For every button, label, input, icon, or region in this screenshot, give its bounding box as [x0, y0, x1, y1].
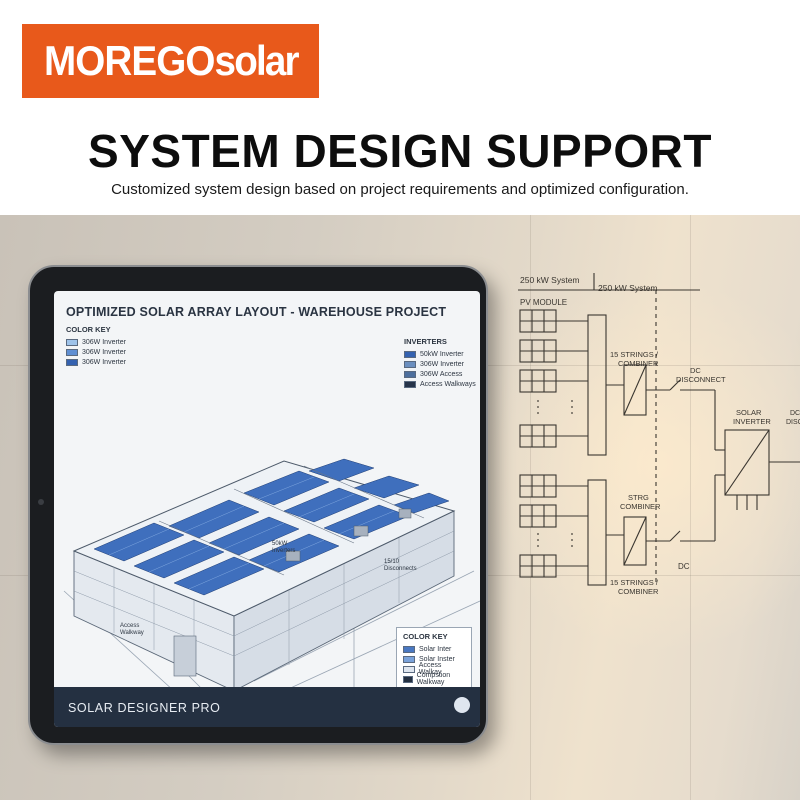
inverters-label: 306W Inverter	[420, 360, 464, 368]
color-key-row: 306W Inverter	[66, 357, 126, 367]
sketch-pv-module: PV MODULE	[520, 298, 567, 307]
color-key-row: 306W Inverter	[66, 337, 126, 347]
bottom-key-label: Compstion Walkway	[416, 672, 451, 686]
app-footer-bar: SOLAR DESIGNER PRO	[54, 687, 480, 727]
bottom-color-key: COLOR KEY Solar Inter Solar Inster Acces…	[396, 627, 472, 689]
sketch-system-a: 250 kW System	[520, 275, 580, 285]
pv-grid-top	[519, 309, 557, 448]
bottom-key-row: Solar Inster	[403, 654, 465, 664]
color-key-label: 306W Inverter	[82, 358, 126, 366]
bottom-key-label: Solar Inter	[419, 645, 452, 653]
tablet-screen: OPTIMIZED SOLAR ARRAY LAYOUT - WAREHOUSE…	[54, 291, 480, 727]
warehouse-illustration	[63, 458, 480, 691]
tablet-camera	[38, 499, 44, 505]
wall-scene: 250 kW System 250 kW System PV MODULE 15…	[0, 215, 800, 800]
color-key-row: 306W Inverter	[66, 347, 126, 357]
app-badge-icon[interactable]	[454, 697, 470, 713]
inverters-row: Access Walkways	[404, 379, 476, 389]
inverters-row: 50kW Inverter	[404, 349, 476, 359]
disconnect-callout: 15/10 Disconnects	[384, 559, 417, 573]
inverters-label: 50kW Inverter	[420, 350, 464, 358]
wall-sketch-diagram: 250 kW System 250 kW System PV MODULE 15…	[518, 273, 800, 596]
wall-seam	[690, 215, 691, 800]
bottom-key-row: Solar Inter	[403, 644, 465, 654]
inverters-row: 306W Access	[404, 369, 476, 379]
color-key-legend: COLOR KEY 306W Inverter 306W Inverter 30…	[66, 325, 126, 367]
color-key-label: 306W Inverter	[82, 348, 126, 356]
disconnect-callout-text: 15/10 Disconnects	[384, 559, 417, 572]
brand-logo: MOREGOsolar	[22, 24, 319, 98]
bottom-key-title: COLOR KEY	[403, 632, 448, 641]
color-key-label: 306W Inverter	[82, 338, 126, 346]
wall-seam	[530, 215, 531, 800]
inverters-legend: INVERTERS 50kW Inverter 306W Inverter 30…	[404, 337, 476, 389]
brand-logo-text: MOREGOsolar	[43, 37, 300, 85]
sketch-system-b: 250 kW System	[598, 283, 658, 293]
inverter-callout-text: 50kW Inverters	[272, 541, 296, 554]
pv-grid-bottom	[519, 474, 557, 578]
screen-title: OPTIMIZED SOLAR ARRAY LAYOUT - WAREHOUSE…	[66, 305, 447, 319]
page-headline: SYSTEM DESIGN SUPPORT	[88, 125, 712, 177]
app-footer-title: SOLAR DESIGNER PRO	[68, 701, 221, 715]
inverters-row: 306W Inverter	[404, 359, 476, 369]
brand-upper: MOREGO	[43, 37, 215, 84]
access-walkway-callout-text: Access Walkway	[120, 623, 144, 636]
sketch-strings-bottom: 15 STRINGS /COMBINER	[610, 578, 659, 596]
inverters-title: INVERTERS	[404, 337, 447, 346]
access-walkway-callout: Access Walkway	[120, 623, 144, 637]
bottom-key-row: Compstion Walkway	[403, 672, 465, 686]
inverter-callout: 50kW Inverters	[272, 541, 295, 555]
color-key-title: COLOR KEY	[66, 325, 111, 334]
bottom-key-label: Solar Inster	[419, 655, 455, 663]
bottom-key-label: Access Walkay	[418, 662, 442, 676]
inverters-label: 306W Access	[420, 370, 463, 378]
sketch-dc: DC	[678, 562, 690, 571]
inverters-label: Access Walkways	[420, 380, 476, 388]
tablet-device: OPTIMIZED SOLAR ARRAY LAYOUT - WAREHOUSE…	[28, 265, 488, 745]
brand-lower: solar	[214, 37, 299, 84]
sketch-strings-top: 15 STRINGS /COMBINER	[610, 350, 659, 368]
page-subline: Customized system design based on projec…	[111, 181, 689, 198]
bottom-key-row: Access Walkay	[403, 662, 465, 676]
